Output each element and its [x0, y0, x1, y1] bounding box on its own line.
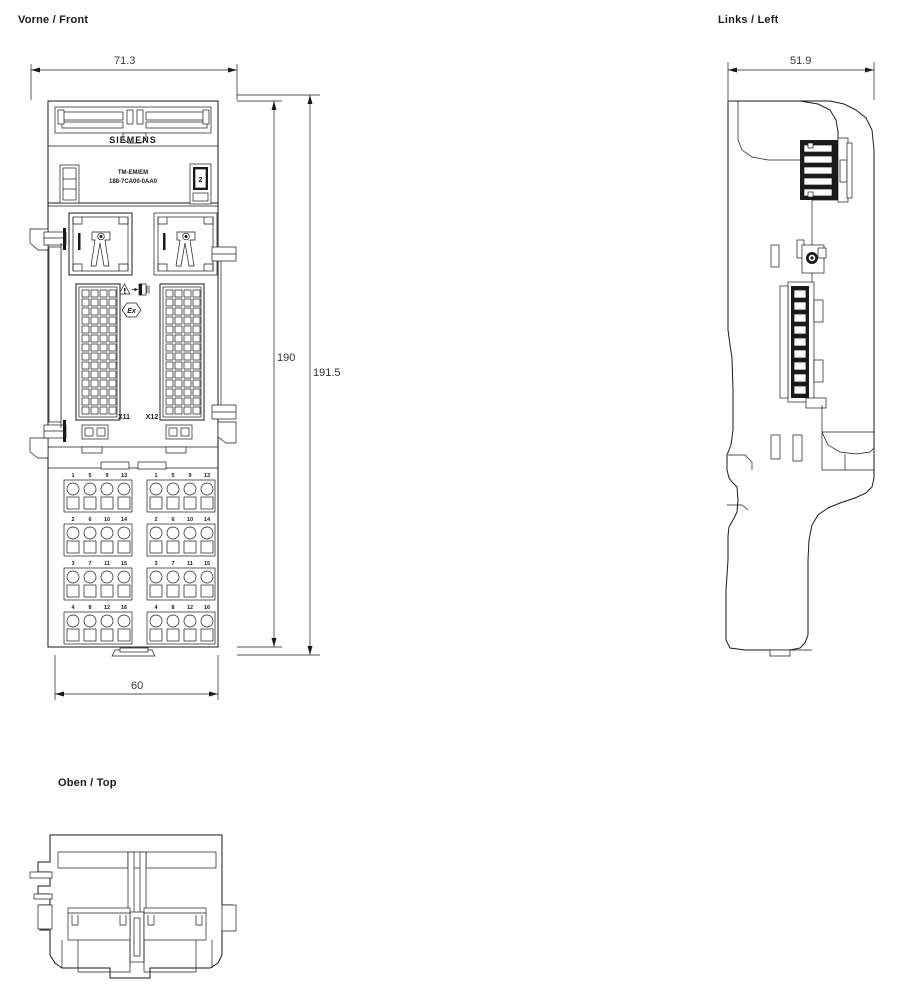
- terminal-block-right-row2: 2 6 10 14: [146, 517, 216, 557]
- dimension-line-191-5: [237, 94, 320, 656]
- view-label-front: Vorne / Front: [18, 14, 89, 26]
- dimension-width-body: 60: [131, 680, 144, 692]
- pin-number: 3: [71, 561, 74, 567]
- slot-number-text: 2: [199, 177, 203, 184]
- dimension-height-inner: 190: [277, 352, 296, 364]
- terminal-block-right-row1: 1 5 9 13: [146, 473, 216, 513]
- top-view-module-right: [143, 907, 207, 941]
- terminal-block-left-row2: 2 6 10 14: [63, 517, 133, 557]
- pin-number: 13: [204, 473, 210, 479]
- dimension-width-total: 71.3: [114, 55, 136, 67]
- pin-number: 6: [88, 517, 91, 523]
- terminal-blocks: 1 5 9 13 2 6 10 14 3 7 11 15: [48, 461, 218, 657]
- left-view-vent-4: [792, 434, 803, 462]
- pin-number: 9: [188, 473, 191, 479]
- terminal-block-left-row3: 3 7 11 15: [63, 561, 133, 601]
- ex-atex-icon: Ex: [121, 302, 142, 318]
- top-view-bar-left: [57, 851, 129, 869]
- pin-number: 8: [171, 605, 174, 611]
- left-view-screw-detail: [801, 244, 827, 274]
- pin-number: 11: [187, 561, 193, 567]
- front-header-section: SIEMENS TM-EM/EM 188-7CA00-0AA0 2: [47, 100, 219, 207]
- view-label-top: Oben / Top: [58, 777, 117, 789]
- dimension-line-60: [54, 655, 219, 700]
- dimension-line-71-3: [30, 64, 238, 100]
- top-view-pin-1: [29, 871, 53, 879]
- left-view-pin-strip: [779, 281, 827, 409]
- pin-number: 16: [204, 605, 210, 611]
- ex-symbol-text: Ex: [127, 308, 137, 315]
- pin-number: 15: [204, 561, 210, 567]
- dimension-line-190: [237, 100, 282, 648]
- dimension-depth: 51.9: [790, 55, 812, 67]
- pin-grid-x11: [75, 283, 121, 421]
- pin-number: 5: [88, 473, 91, 479]
- front-lower-connectors: [48, 424, 218, 454]
- product-order-number-text: 188-7CA00-0AA0: [109, 179, 158, 185]
- warning-triangle-manual-icon: [118, 283, 150, 296]
- front-view-group: SIEMENS TM-EM/EM 188-7CA00-0AA0 2: [29, 64, 320, 700]
- terminal-block-right-row4: 4 8 12 16: [146, 605, 216, 645]
- pin-number: 1: [71, 473, 74, 479]
- front-module-bays: [68, 212, 218, 276]
- pin-number: 1: [154, 473, 157, 479]
- top-view-group: [29, 834, 237, 979]
- pin-number: 7: [171, 561, 174, 567]
- product-type-text: TM-EM/EM: [118, 170, 148, 176]
- terminal-block-left-row1: 1 5 9 13: [63, 473, 133, 513]
- pin-number: 15: [121, 561, 127, 567]
- pin-number: 13: [121, 473, 127, 479]
- top-view-module-left: [67, 907, 131, 941]
- pin-number: 3: [154, 561, 157, 567]
- pin-number: 2: [71, 517, 74, 523]
- top-view-pin-2: [33, 893, 53, 900]
- dimension-height-total: 191.5: [313, 367, 341, 379]
- pin-number: 12: [187, 605, 193, 611]
- terminal-block-right-row3: 3 7 11 15: [146, 561, 216, 601]
- dimension-line-51-9: [727, 62, 875, 100]
- view-label-left: Links / Left: [718, 14, 779, 26]
- pin-number: 14: [121, 517, 128, 523]
- pin-number: 10: [104, 517, 110, 523]
- left-view-vent-1: [770, 244, 780, 268]
- pin-number: 9: [105, 473, 108, 479]
- pin-number: 6: [171, 517, 174, 523]
- connector-label-x11: X11: [118, 414, 130, 421]
- terminal-block-left-row4: 4 8 12 16: [63, 605, 133, 645]
- siemens-brand-text: SIEMENS: [109, 135, 157, 145]
- pin-number: 8: [88, 605, 91, 611]
- pin-number: 2: [154, 517, 157, 523]
- pin-number: 11: [104, 561, 110, 567]
- left-view-vent-2: [796, 239, 805, 259]
- top-view-bar-right: [145, 851, 217, 869]
- pin-number: 4: [71, 605, 75, 611]
- top-view-connector-right: [221, 904, 237, 932]
- pin-number: 5: [171, 473, 174, 479]
- left-view-vent-3: [770, 434, 781, 460]
- symbol-group: Ex: [118, 283, 150, 318]
- left-view-top-connector: [800, 137, 853, 203]
- pin-number: 10: [187, 517, 193, 523]
- pin-number: 12: [104, 605, 110, 611]
- left-view-group: [725, 62, 875, 657]
- pin-number: 14: [204, 517, 211, 523]
- pin-number: 4: [154, 605, 158, 611]
- front-side-latches: [29, 228, 237, 459]
- pin-number: 16: [121, 605, 127, 611]
- connector-label-x12: X12: [146, 414, 159, 421]
- pin-grid-x12: [159, 283, 205, 421]
- pin-number: 7: [88, 561, 91, 567]
